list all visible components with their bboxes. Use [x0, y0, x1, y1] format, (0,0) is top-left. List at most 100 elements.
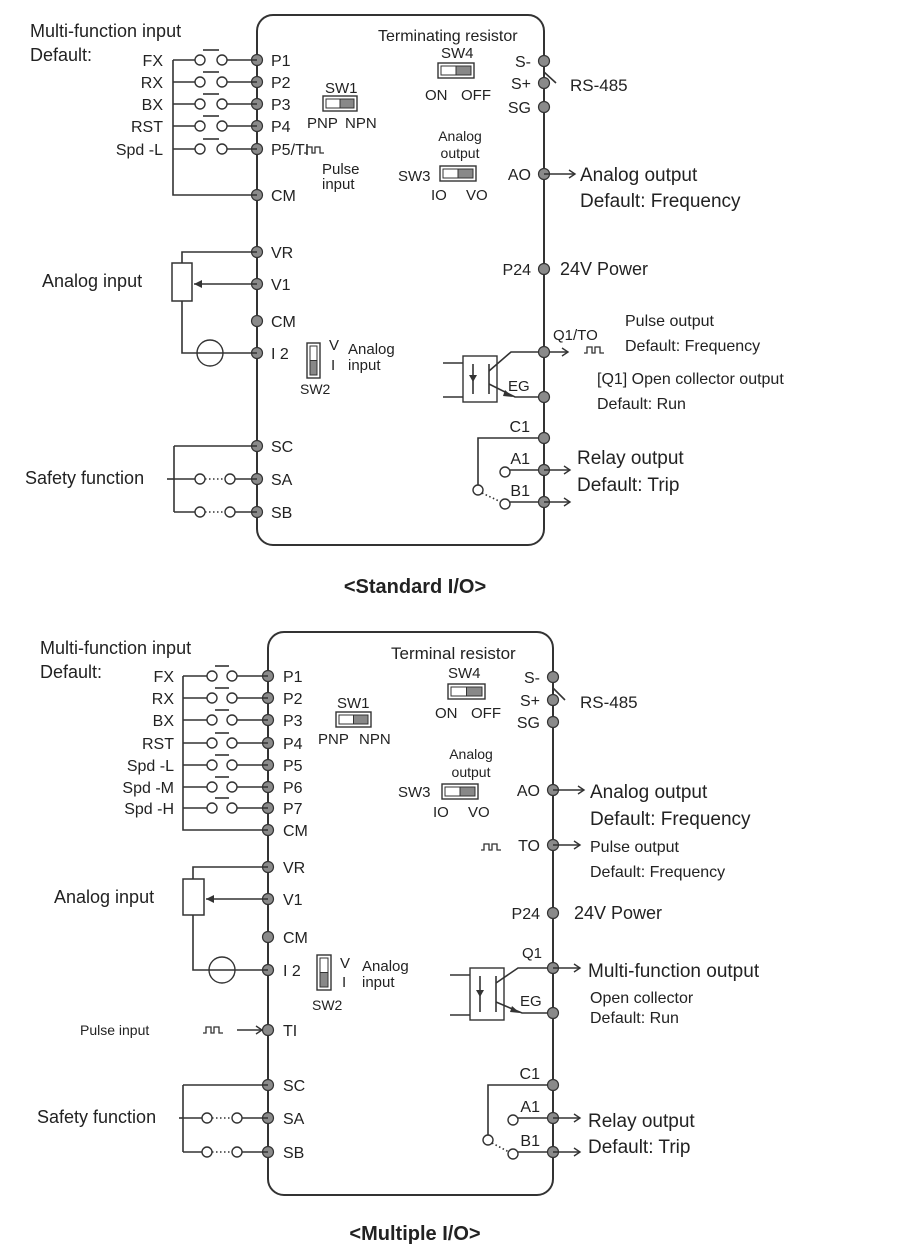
- terminal-label: SA: [283, 1111, 305, 1128]
- sw3-label: SW3: [398, 784, 431, 801]
- relay-common-wire: [477, 437, 544, 486]
- arrow-head-icon: [573, 1147, 582, 1157]
- switch-knob: [455, 65, 472, 76]
- switch-knob: [459, 786, 476, 797]
- terminal-dot: [537, 262, 551, 276]
- arrow-head-icon: [573, 963, 582, 973]
- terminal-label: A1: [520, 1099, 540, 1116]
- sw1-label: SW1: [325, 80, 358, 97]
- input-function-label: FX: [143, 53, 164, 70]
- terminal-dot: [546, 670, 560, 684]
- pulse-wave-icon: [304, 146, 324, 154]
- contact-icon: [226, 737, 238, 749]
- default-label: Default:: [30, 45, 92, 65]
- contact-icon: [507, 1114, 519, 1126]
- sw2-i-label: I: [342, 974, 346, 991]
- terminal-dot: [261, 1023, 275, 1037]
- contact-icon: [216, 76, 228, 88]
- switch-slot: [444, 786, 461, 797]
- terminal-label: P24: [503, 262, 532, 279]
- input-function-label: RX: [152, 691, 175, 708]
- arrow-head-icon: [577, 785, 586, 795]
- arrow-head-icon: [194, 280, 202, 288]
- terminal-dot: [546, 715, 560, 729]
- rs485-label: RS-485: [580, 693, 638, 712]
- switch-slot: [319, 957, 329, 973]
- relay-common-wire: [487, 1084, 553, 1136]
- terminal-label: SB: [271, 505, 292, 522]
- power-24v-label: 24V Power: [560, 259, 648, 279]
- sw3-vo-label: VO: [468, 804, 490, 821]
- terminal-dot: [546, 693, 560, 707]
- contact-icon: [226, 692, 238, 704]
- wire: [182, 676, 268, 831]
- terminal-label: VR: [283, 860, 305, 877]
- terminating-resistor-label: Terminating resistor: [378, 28, 518, 45]
- safety-function-label: Safety function: [25, 468, 144, 488]
- pulse-input-label: input: [322, 176, 355, 193]
- sw4-on-label: ON: [425, 87, 448, 104]
- analog-output-default-label: Default: Frequency: [580, 191, 741, 212]
- switch-knob: [309, 360, 318, 376]
- pulse-input-label: Pulse input: [80, 1022, 149, 1038]
- contact-icon: [194, 506, 206, 518]
- terminal-label: AO: [517, 783, 540, 800]
- multi-function-input-title: Multi-function input: [30, 21, 181, 41]
- terminal-label: I 2: [283, 963, 301, 980]
- relay-output-label: Relay output: [588, 1111, 695, 1132]
- multiple-io-caption: <Multiple I/O>: [349, 1223, 480, 1245]
- sw3-io-label: IO: [433, 804, 449, 821]
- terminal-dot: [546, 1006, 560, 1020]
- terminal-label: CM: [271, 314, 296, 331]
- contact-icon: [194, 473, 206, 485]
- wire: [488, 383, 544, 398]
- contact-icon: [216, 120, 228, 132]
- sw1-label: SW1: [337, 695, 370, 712]
- terminal-label: CM: [271, 188, 296, 205]
- terminal-label: EG: [508, 378, 530, 395]
- terminal-label: SB: [283, 1145, 304, 1162]
- contact-icon: [194, 143, 206, 155]
- terminal-dot: [537, 100, 551, 114]
- diode-icon: [476, 990, 484, 997]
- terminal-label: P6: [283, 780, 303, 797]
- input-function-label: BX: [153, 713, 175, 730]
- terminal-label: B1: [520, 1133, 540, 1150]
- analog-input-label: Analog input: [42, 271, 142, 291]
- sw2-i-label: I: [331, 357, 335, 374]
- switch-knob: [339, 98, 355, 109]
- contact-icon: [472, 484, 484, 496]
- pulse-output-label: Pulse output: [590, 839, 680, 856]
- emitter-arrow-icon: [503, 390, 513, 397]
- current-source-icon: [196, 339, 224, 367]
- contact-icon: [226, 759, 238, 771]
- terminal-label: P1: [283, 669, 303, 686]
- terminal-label: SG: [517, 715, 540, 732]
- arrow-head-icon: [568, 169, 577, 179]
- terminal-resistor-label: Terminal resistor: [391, 644, 516, 663]
- contact-icon: [194, 76, 206, 88]
- terminal-label: P1: [271, 53, 291, 70]
- terminal-label: SG: [508, 100, 531, 117]
- analog-output-switch-label: Analog: [449, 746, 493, 762]
- sw3-io-label: IO: [431, 187, 447, 204]
- optocoupler-icon: [462, 355, 498, 403]
- contact-icon: [231, 1146, 243, 1158]
- input-function-label: RST: [131, 119, 163, 136]
- current-source-icon: [208, 956, 236, 984]
- contact-icon: [231, 1112, 243, 1124]
- sw4-label: SW4: [448, 665, 481, 682]
- standard-io-caption: <Standard I/O>: [344, 576, 486, 598]
- open-collector-label: Open collector: [590, 990, 694, 1007]
- terminal-label: P5: [283, 758, 303, 775]
- switch-slot: [325, 98, 341, 109]
- sw1-npn-label: NPN: [345, 115, 377, 132]
- terminal-dot: [537, 390, 551, 404]
- contact-icon: [201, 1112, 213, 1124]
- analog-output-label: Analog output: [590, 782, 708, 803]
- switch-knob: [353, 714, 369, 725]
- sw3-vo-label: VO: [466, 187, 488, 204]
- multi-function-output-label: Multi-function output: [588, 961, 760, 982]
- sw4-off-label: OFF: [471, 705, 501, 722]
- sw4-off-label: OFF: [461, 87, 491, 104]
